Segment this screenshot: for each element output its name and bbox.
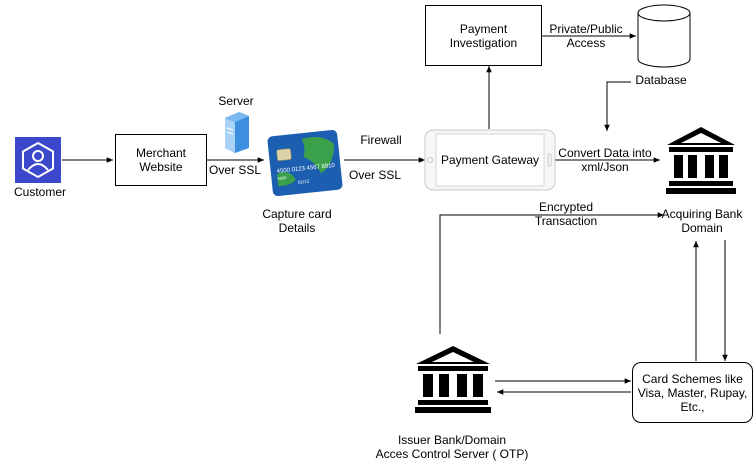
- merchant-website-line-2: Website: [139, 160, 183, 174]
- over-ssl-label-1: Over SSL: [208, 163, 262, 177]
- capture-card-line-2: Details: [278, 221, 316, 235]
- issuer-bank-label: Issuer Bank/Domain Acces Control Server …: [376, 433, 529, 461]
- customer-icon: [15, 137, 61, 183]
- merchant-website-box: Merchant Website: [115, 134, 207, 186]
- acquiring-bank-line-1: Acquiring Bank: [661, 207, 743, 221]
- arrow-database-to-acquiring: [604, 81, 631, 131]
- acquiring-bank-label: Acquiring Bank Domain: [662, 207, 743, 235]
- over-ssl-label-2: Over SSL: [348, 168, 402, 182]
- access-line-2: Access: [566, 36, 606, 50]
- payment-gateway-label: Payment Gateway: [440, 153, 540, 167]
- payment-investigation-line-2: Investigation: [449, 35, 518, 50]
- issuer-bank-line-1: Issuer Bank/Domain: [397, 433, 507, 447]
- convert-data-label: Convert Data into xml/Json: [558, 146, 651, 174]
- database-label: Database: [635, 73, 687, 87]
- convert-data-line-1: Convert Data into: [558, 146, 652, 160]
- access-label: Private/Public Access: [549, 22, 622, 50]
- merchant-website-line-1: Merchant: [135, 146, 187, 160]
- payment-investigation-box: Payment Investigation: [425, 5, 542, 66]
- tablet-frame-icon: [424, 129, 556, 191]
- acquiring-bank-line-2: Domain: [681, 221, 723, 235]
- encrypted-transaction-line-1: Encrypted: [538, 200, 594, 214]
- access-line-1: Private/Public: [549, 22, 623, 36]
- issuer-bank-line-2: Acces Control Server ( OTP): [375, 447, 529, 461]
- arrow-issuer-to-acquiring: [439, 212, 664, 334]
- convert-data-line-2: xml/Json: [581, 160, 629, 174]
- encrypted-transaction-line-2: Transaction: [534, 214, 598, 228]
- capture-card-label: Capture card Details: [262, 207, 331, 235]
- database-icon: [637, 4, 691, 68]
- credit-card-icon: 4500 0123 4567 8910 4500 01/12: [267, 130, 343, 196]
- customer-label: Customer: [13, 185, 67, 199]
- encrypted-transaction-label: Encrypted Transaction: [535, 200, 597, 228]
- firewall-label: Firewall: [360, 133, 402, 147]
- card-schemes-line-3: Etc.,: [680, 399, 705, 414]
- capture-card-line-1: Capture card: [262, 207, 332, 221]
- card-date-text: 01/12: [298, 179, 310, 185]
- card-schemes-line-1: Card Schemes like: [642, 371, 743, 386]
- acquiring-bank-icon: [666, 127, 736, 194]
- card-schemes-line-2: Visa, Master, Rupay,: [637, 385, 748, 400]
- payment-investigation-line-1: Payment: [459, 21, 508, 36]
- server-icon: [225, 112, 249, 153]
- card-small-text: 4500: [277, 175, 287, 181]
- issuer-bank-icon: [415, 346, 491, 413]
- card-schemes-box: Card Schemes like Visa, Master, Rupay, E…: [632, 362, 753, 423]
- server-label: Server: [218, 94, 254, 108]
